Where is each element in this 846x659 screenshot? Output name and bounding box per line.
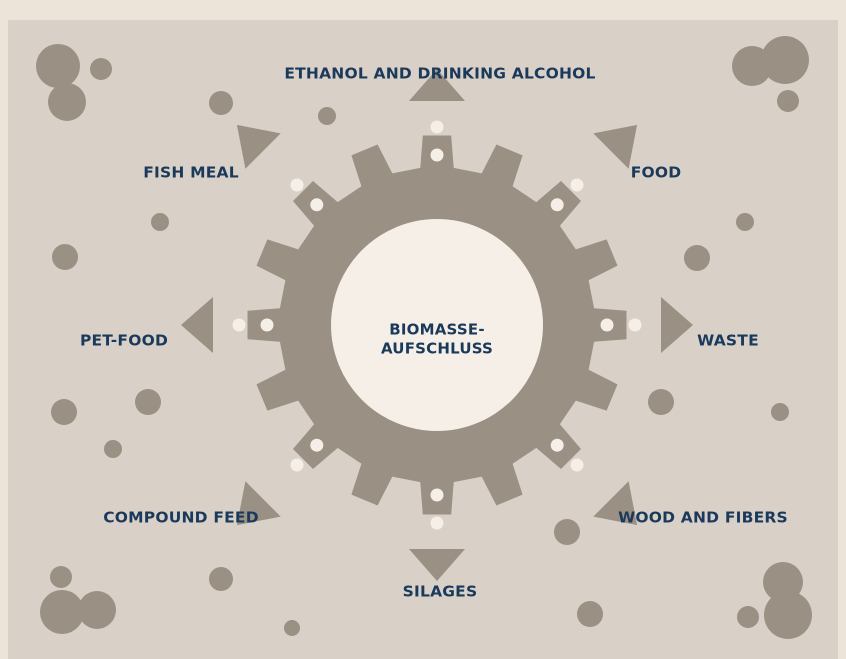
bubble-23 — [554, 519, 580, 545]
output-label-right: WASTE — [697, 331, 759, 350]
bubble-1 — [36, 44, 80, 88]
bubble-19 — [736, 213, 754, 231]
bubble-4 — [209, 91, 233, 115]
output-label-bottom-left: COMPOUND FEED — [103, 508, 259, 527]
bubble-7 — [52, 244, 78, 270]
center-label-line-2: AUFSCHLUSS — [380, 339, 494, 357]
bubble-2 — [90, 58, 112, 80]
arrow-left — [181, 297, 213, 353]
arrow-bottom-left — [236, 481, 281, 526]
arrow-dot-top-1 — [430, 148, 444, 162]
bubble-22 — [771, 403, 789, 421]
arrow-top — [409, 69, 465, 101]
center-label-line-1: BIOMASSE- — [389, 320, 485, 339]
bubble-21 — [648, 389, 674, 415]
arrow-dot-right-2 — [628, 318, 642, 332]
output-label-top-left: FISH MEAL — [143, 163, 239, 182]
bubble-5 — [318, 107, 336, 125]
arrow-top-left — [236, 124, 281, 169]
arrow-dot-bottom-left-2 — [290, 458, 304, 472]
bubble-15 — [284, 620, 300, 636]
bubble-20 — [684, 245, 710, 271]
arrow-dot-top-left-2 — [290, 178, 304, 192]
bubble-17 — [761, 36, 809, 84]
output-label-left: PET-FOOD — [79, 331, 169, 350]
bubble-14 — [209, 567, 233, 591]
bubble-13 — [78, 591, 116, 629]
bubble-27 — [737, 606, 759, 628]
arrow-dot-top-right-1 — [550, 198, 564, 212]
arrow-dot-right-1 — [600, 318, 614, 332]
arrow-dot-top-left-1 — [310, 198, 324, 212]
arrow-dot-bottom-left-1 — [310, 438, 324, 452]
arrow-dot-bottom-right-2 — [570, 458, 584, 472]
bubble-12 — [40, 590, 84, 634]
arrow-dot-bottom-right-1 — [550, 438, 564, 452]
arrow-dot-bottom-1 — [430, 488, 444, 502]
gear-hub-circle — [331, 219, 543, 431]
output-label-bottom: SILAGES — [402, 582, 478, 601]
arrow-top-right — [593, 124, 638, 169]
bubble-3 — [48, 83, 86, 121]
arrow-dot-top-2 — [430, 120, 444, 134]
arrow-bottom-right — [593, 481, 638, 526]
arrow-right — [661, 297, 693, 353]
bubble-9 — [51, 399, 77, 425]
bubble-24 — [577, 601, 603, 627]
center-label: BIOMASSE- AUFSCHLUSS — [381, 320, 493, 358]
bubble-6 — [151, 213, 169, 231]
bubble-26 — [764, 591, 812, 639]
arrow-dot-top-right-2 — [570, 178, 584, 192]
arrow-dot-left-1 — [260, 318, 274, 332]
bubble-8 — [135, 389, 161, 415]
bubble-11 — [50, 566, 72, 588]
arrow-dot-bottom-2 — [430, 516, 444, 530]
output-arrows — [181, 69, 693, 581]
output-label-top-right: FOOD — [630, 163, 682, 182]
arrow-bottom — [409, 549, 465, 581]
decorative-bubbles — [36, 36, 812, 639]
bubble-10 — [104, 440, 122, 458]
output-label-top: ETHANOL AND DRINKING ALCOHOL — [284, 64, 596, 83]
bubble-18 — [777, 90, 799, 112]
arrow-dot-left-2 — [232, 318, 246, 332]
output-label-bottom-right: WOOD AND FIBERS — [618, 508, 788, 527]
